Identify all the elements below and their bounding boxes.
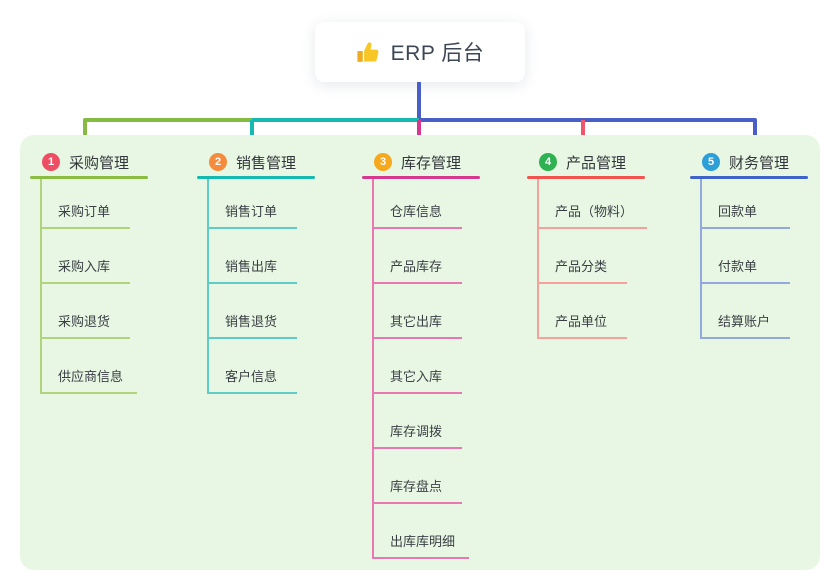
branch-title: 库存管理 <box>401 154 462 172</box>
branch-item-label: 采购订单 <box>42 201 130 229</box>
branch-items: 回款单 付款单 结算账户 <box>700 179 790 339</box>
branch-item-label: 库存调拨 <box>374 421 462 449</box>
branch-number-badge: 4 <box>539 153 557 171</box>
branch-purchase-management: 1 采购管理 采购订单 采购入库 采购退货 供应商信息 <box>30 148 148 394</box>
branch-item-label: 结算账户 <box>702 311 790 339</box>
branch-item-label: 产品分类 <box>539 256 627 284</box>
branch-title: 采购管理 <box>69 154 130 172</box>
branch-item[interactable]: 出库库明细 <box>374 504 470 559</box>
branch-number-badge: 1 <box>42 153 60 171</box>
root-node[interactable]: ERP 后台 <box>315 22 525 82</box>
connector-trunk-line <box>417 82 421 120</box>
connector-drop-sales <box>250 120 254 143</box>
branch-underline <box>690 176 808 179</box>
branch-item-label: 销售出库 <box>209 256 297 284</box>
branch-item[interactable]: 其它入库 <box>374 339 469 394</box>
thumbs-up-icon <box>357 41 379 62</box>
branch-underline <box>527 176 645 179</box>
branch-item[interactable]: 产品分类 <box>539 229 647 284</box>
branch-item-label: 库存盘点 <box>374 476 462 504</box>
connector-drop-purchase <box>83 120 87 143</box>
branch-item[interactable]: 采购订单 <box>42 179 137 229</box>
connector-horizontal-teal <box>252 118 419 122</box>
branch-item[interactable]: 产品（物料） <box>539 179 648 229</box>
branch-item-label: 产品单位 <box>539 311 627 339</box>
branch-title: 财务管理 <box>729 154 790 172</box>
branch-item[interactable]: 供应商信息 <box>42 339 138 394</box>
branch-header[interactable]: 3 库存管理 <box>362 148 480 176</box>
branch-number-badge: 2 <box>209 153 227 171</box>
branch-finance-management: 5 财务管理 回款单 付款单 结算账户 <box>690 148 808 339</box>
branch-item-label: 其它入库 <box>374 366 462 394</box>
branch-underline <box>30 176 148 179</box>
branch-item-label: 销售订单 <box>209 201 297 229</box>
branch-underline <box>362 176 480 179</box>
branch-number-badge: 5 <box>702 153 720 171</box>
branch-inventory-management: 3 库存管理 仓库信息 产品库存 其它出库 其它入库 库存调拨 库存盘点 出库库… <box>362 148 480 559</box>
branch-item[interactable]: 库存盘点 <box>374 449 469 504</box>
branch-item-label: 产品库存 <box>374 256 462 284</box>
branch-item-label: 其它出库 <box>374 311 462 339</box>
branch-item[interactable]: 其它出库 <box>374 284 469 339</box>
branch-product-management: 4 产品管理 产品（物料） 产品分类 产品单位 <box>527 148 648 339</box>
branch-item[interactable]: 采购入库 <box>42 229 137 284</box>
branch-item[interactable]: 产品库存 <box>374 229 469 284</box>
branch-header[interactable]: 2 销售管理 <box>197 148 315 176</box>
connector-drop-inventory <box>417 120 421 143</box>
branch-header[interactable]: 5 财务管理 <box>690 148 808 176</box>
mindmap-canvas-panel <box>20 135 820 570</box>
root-title: ERP 后台 <box>390 42 485 65</box>
connector-horizontal-blue <box>419 118 757 122</box>
branch-header[interactable]: 4 产品管理 <box>527 148 645 176</box>
branch-item[interactable]: 结算账户 <box>702 284 790 339</box>
branch-item-label: 采购退货 <box>42 311 130 339</box>
branch-items: 销售订单 销售出库 销售退货 客户信息 <box>207 179 297 394</box>
branch-item[interactable]: 销售出库 <box>209 229 297 284</box>
branch-item-label: 采购入库 <box>42 256 130 284</box>
branch-item[interactable]: 回款单 <box>702 179 790 229</box>
branch-number-badge: 3 <box>374 153 392 171</box>
branch-item-label: 销售退货 <box>209 311 297 339</box>
branch-item[interactable]: 仓库信息 <box>374 179 469 229</box>
branch-underline <box>197 176 315 179</box>
branch-title: 销售管理 <box>236 154 297 172</box>
branch-item-label: 客户信息 <box>209 366 297 394</box>
branch-item-label: 回款单 <box>702 201 790 229</box>
branch-item[interactable]: 销售订单 <box>209 179 297 229</box>
connector-drop-finance <box>753 120 757 143</box>
branch-item-label: 付款单 <box>702 256 790 284</box>
branch-item[interactable]: 付款单 <box>702 229 790 284</box>
branch-item-label: 供应商信息 <box>42 366 138 394</box>
connector-drop-product <box>581 120 585 143</box>
branch-items: 仓库信息 产品库存 其它出库 其它入库 库存调拨 库存盘点 出库库明细 <box>372 179 470 559</box>
branch-item[interactable]: 销售退货 <box>209 284 297 339</box>
branch-title: 产品管理 <box>566 154 627 172</box>
branch-sales-management: 2 销售管理 销售订单 销售出库 销售退货 客户信息 <box>197 148 315 394</box>
connector-horizontal-green <box>83 118 252 122</box>
branch-header[interactable]: 1 采购管理 <box>30 148 148 176</box>
branch-item-label: 产品（物料） <box>539 201 648 229</box>
branch-item[interactable]: 库存调拨 <box>374 394 469 449</box>
branch-items: 产品（物料） 产品分类 产品单位 <box>537 179 648 339</box>
branch-item-label: 仓库信息 <box>374 201 462 229</box>
branch-item-label: 出库库明细 <box>374 531 470 559</box>
branch-item[interactable]: 采购退货 <box>42 284 137 339</box>
branch-item[interactable]: 客户信息 <box>209 339 297 394</box>
branch-items: 采购订单 采购入库 采购退货 供应商信息 <box>40 179 138 394</box>
branch-item[interactable]: 产品单位 <box>539 284 647 339</box>
